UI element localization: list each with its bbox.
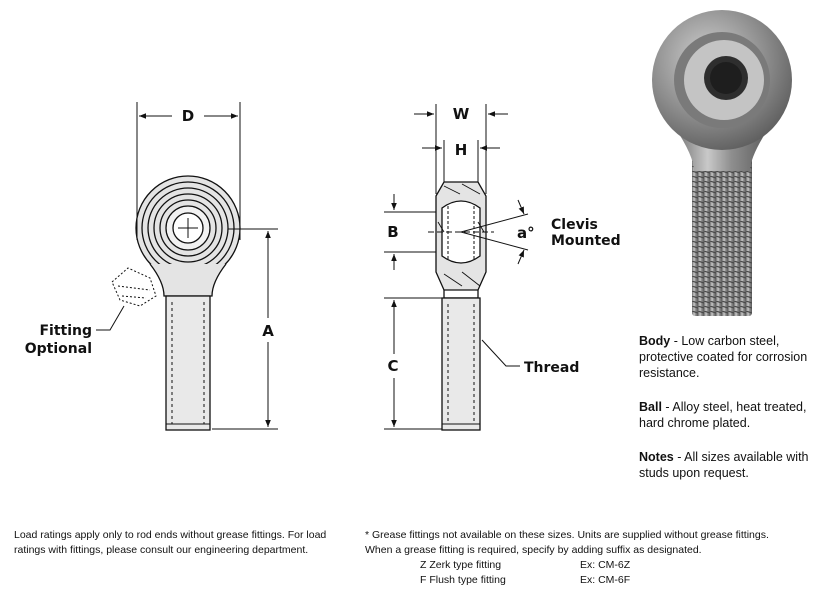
spec-notes: Notes - All sizes available with studs u… [639, 449, 809, 481]
spec-body: Body - Low carbon steel, protective coat… [639, 333, 809, 381]
dimension-a-label: A [262, 322, 274, 340]
load-rating-note: Load ratings apply only to rod ends with… [14, 529, 327, 556]
spec-ball-term: Ball [639, 400, 662, 414]
grease-fitting-note: * Grease fittings not available on these… [365, 528, 785, 588]
side-view [428, 181, 494, 431]
material-specs: Body - Low carbon steel, protective coat… [639, 333, 809, 499]
suffix-row-f: F Flush type fitting Ex: CM-6F [365, 573, 785, 588]
fitting-leader [96, 305, 125, 331]
dimension-a [212, 228, 278, 430]
dimension-b-label: B [387, 223, 398, 241]
clevis-callout-line2: Mounted [551, 233, 621, 249]
rod-end-photo [652, 10, 792, 316]
dimension-angle-label: a° [517, 224, 535, 242]
thread-leader [481, 339, 520, 367]
spec-notes-term: Notes [639, 450, 674, 464]
dimension-c-label: C [387, 357, 398, 375]
rod-end-technical-drawing: D A Fitting Optional [25, 102, 621, 431]
suffix-f-code: F Flush type fitting [420, 574, 506, 586]
grease-fitting-note-text: * Grease fittings not available on these… [365, 529, 769, 556]
dimension-h [422, 140, 500, 182]
suffix-z-example: Ex: CM-6Z [580, 559, 631, 571]
dimension-angle [460, 199, 529, 265]
spec-body-term: Body [639, 334, 671, 348]
fitting-callout-line1: Fitting [39, 323, 92, 339]
suffix-z-code: Z Zerk type fitting [420, 559, 502, 571]
spec-notes-text: - All sizes available with studs upon re… [639, 450, 809, 480]
front-view [111, 175, 241, 431]
dimension-d-label: D [182, 107, 194, 125]
spec-body-text: - Low carbon steel, protective coated fo… [639, 334, 808, 380]
spec-ball: Ball - Alloy steel, heat treated, hard c… [639, 399, 809, 431]
dimension-h-label: H [455, 141, 468, 159]
dimension-c [384, 297, 442, 430]
dimension-w-label: W [453, 105, 470, 123]
grease-fitting-outline [111, 267, 157, 307]
dimension-d [136, 102, 241, 240]
dimension-b [384, 194, 436, 270]
suffix-row-z: Z Zerk type fitting Ex: CM-6Z [365, 558, 785, 573]
spec-ball-text: - Alloy steel, heat treated, hard chrome… [639, 400, 807, 430]
fitting-callout-line2: Optional [25, 341, 92, 357]
suffix-f-example: Ex: CM-6F [580, 574, 631, 586]
clevis-callout-line1: Clevis [551, 217, 598, 233]
thread-callout: Thread [524, 360, 579, 376]
